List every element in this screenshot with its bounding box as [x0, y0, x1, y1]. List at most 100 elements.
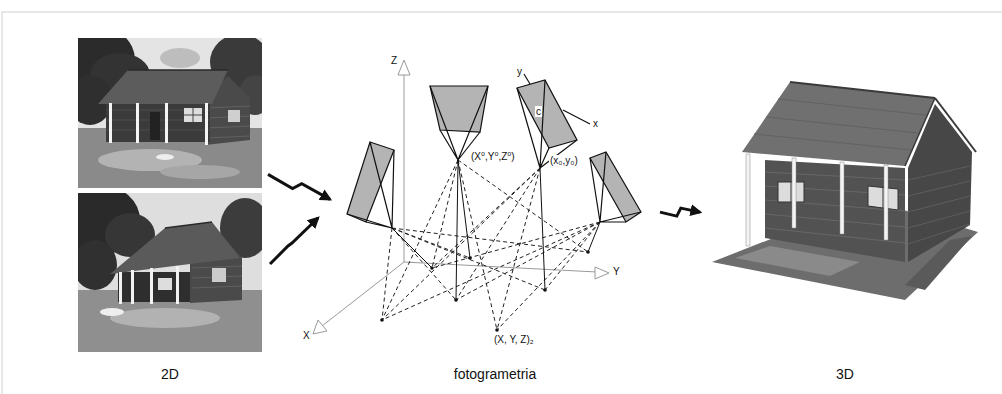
axes [313, 60, 609, 334]
house-photo [176, 266, 179, 304]
house-model [746, 154, 750, 246]
house-photo [207, 106, 250, 138]
camera [517, 80, 577, 148]
house-photo [207, 136, 250, 138]
house-model [754, 134, 911, 150]
house-photo [78, 38, 262, 188]
ground-point [543, 288, 547, 292]
figure-label: (X⁰,Y⁰,Z⁰) [470, 151, 516, 162]
house-model [792, 158, 796, 228]
ground-point [430, 266, 434, 270]
figure-label: x [592, 118, 599, 129]
figure-label: Y [612, 266, 621, 277]
axes [404, 74, 405, 262]
house-photo [150, 112, 160, 140]
house-photo [110, 308, 220, 328]
house-photo [192, 266, 242, 268]
house-photo [100, 308, 124, 316]
house-model [712, 82, 978, 300]
frame [2, 12, 1002, 394]
house-photo [109, 103, 208, 145]
house-model [754, 99, 926, 150]
panel-caption: fotogrametria [454, 366, 536, 383]
house-photo [78, 193, 262, 352]
house-photo [98, 70, 228, 104]
house-photo [228, 110, 240, 122]
house-model [908, 211, 970, 228]
camera [347, 74, 641, 228]
house-photo [160, 165, 240, 179]
house-photo [184, 108, 202, 122]
house-photo [136, 103, 139, 143]
house-photo [119, 266, 179, 304]
house-model [908, 196, 970, 212]
house-photo [165, 222, 212, 228]
house-model [746, 154, 888, 246]
house-model [791, 182, 792, 202]
flow-arrow [270, 218, 318, 264]
house-photo [118, 272, 190, 302]
house-model [883, 187, 884, 208]
house-photo [205, 103, 208, 145]
house-photo [156, 154, 174, 160]
house-model [840, 162, 844, 234]
ground-point [468, 256, 472, 260]
camera-rays [382, 160, 600, 330]
house-model [868, 186, 898, 210]
house-model [908, 166, 970, 180]
ground-point [586, 250, 590, 254]
house-model [778, 182, 804, 202]
ground-point [495, 328, 499, 332]
camera [590, 152, 641, 222]
house-model [935, 98, 976, 152]
camera-rays [392, 160, 600, 300]
axes [398, 60, 410, 75]
house-model [908, 166, 970, 244]
house-photo [207, 106, 250, 108]
camera [347, 142, 394, 228]
house-model [908, 181, 970, 196]
house-photo [110, 222, 240, 274]
ground-point [380, 250, 590, 332]
camera [590, 152, 641, 222]
ground-point [454, 298, 458, 302]
ground-point [380, 318, 384, 322]
house-photo [78, 240, 117, 290]
house-photo [160, 48, 200, 68]
house-model [742, 82, 935, 166]
axes [595, 267, 609, 279]
axes [313, 320, 327, 334]
figure-label: c [535, 106, 542, 117]
house-model [884, 165, 888, 240]
house-photo [131, 270, 134, 304]
flow-arrow [660, 208, 700, 216]
camera-rays [382, 168, 540, 330]
panel-caption: 2D [161, 366, 179, 383]
house-photo [192, 286, 242, 288]
house-photo [109, 103, 112, 143]
figure-label: (X, Y, Z)₂ [493, 334, 535, 345]
panel: 3D [700, 32, 990, 388]
camera [524, 74, 590, 124]
camera-rays [392, 160, 600, 300]
figure-label: y [516, 66, 523, 77]
panel: 2D [72, 32, 268, 388]
camera-rays [382, 160, 588, 330]
house-photo [207, 126, 250, 128]
house-model [765, 160, 905, 262]
house-photo [119, 272, 122, 304]
camera-rays [382, 222, 600, 330]
house-photo [150, 268, 153, 304]
house-photo [165, 103, 168, 143]
house-photo [106, 100, 210, 142]
camera [430, 86, 488, 160]
figure-label: (x₀,y₀) [549, 155, 579, 166]
house-model [908, 224, 970, 244]
figure-label: X [302, 330, 311, 341]
house-model [790, 82, 935, 98]
axes [322, 262, 404, 326]
panel-caption: 3D [836, 366, 854, 383]
house-photo [212, 268, 226, 282]
house-model [778, 99, 926, 115]
